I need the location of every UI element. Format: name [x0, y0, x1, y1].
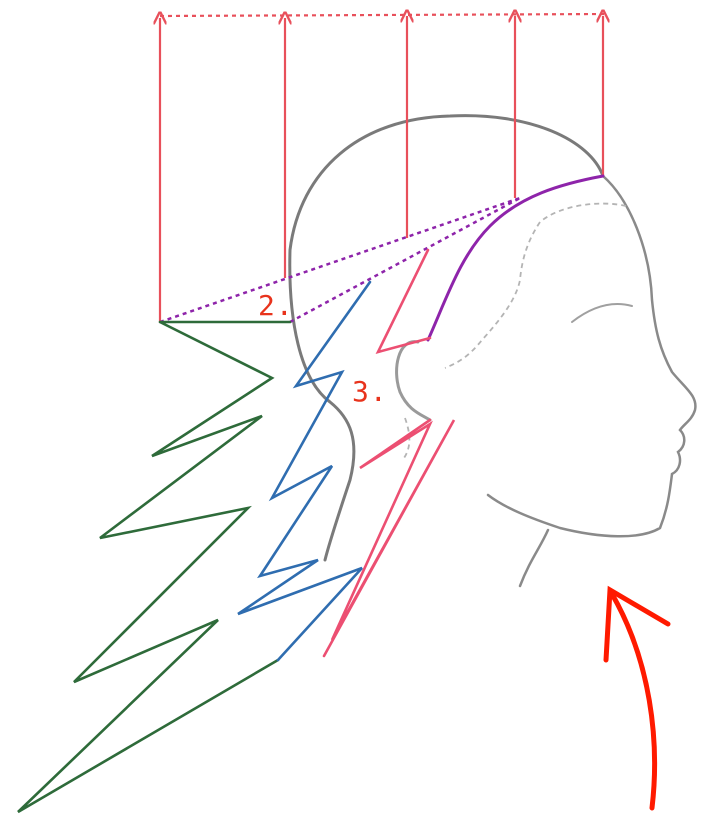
section-label-3: 3. [352, 378, 388, 406]
eye-line [572, 304, 632, 322]
head-profile-icon [290, 116, 696, 586]
section-label-2: 2. [258, 292, 294, 320]
neck-front [520, 530, 548, 586]
face-outline [488, 176, 695, 536]
zigzag-green [18, 322, 290, 812]
guide-lines [160, 176, 603, 340]
head-outline [290, 116, 603, 560]
top-dotted-line [160, 14, 607, 16]
curved-arrow-shaft [612, 594, 655, 808]
zigzag-blue [238, 282, 370, 660]
curved-arrow-icon [606, 590, 668, 808]
guide-dotted [290, 198, 520, 322]
elevation-arrows [160, 14, 607, 322]
hairline-dashed [445, 204, 626, 368]
zigzag-pink [324, 250, 454, 656]
ear [397, 342, 430, 420]
